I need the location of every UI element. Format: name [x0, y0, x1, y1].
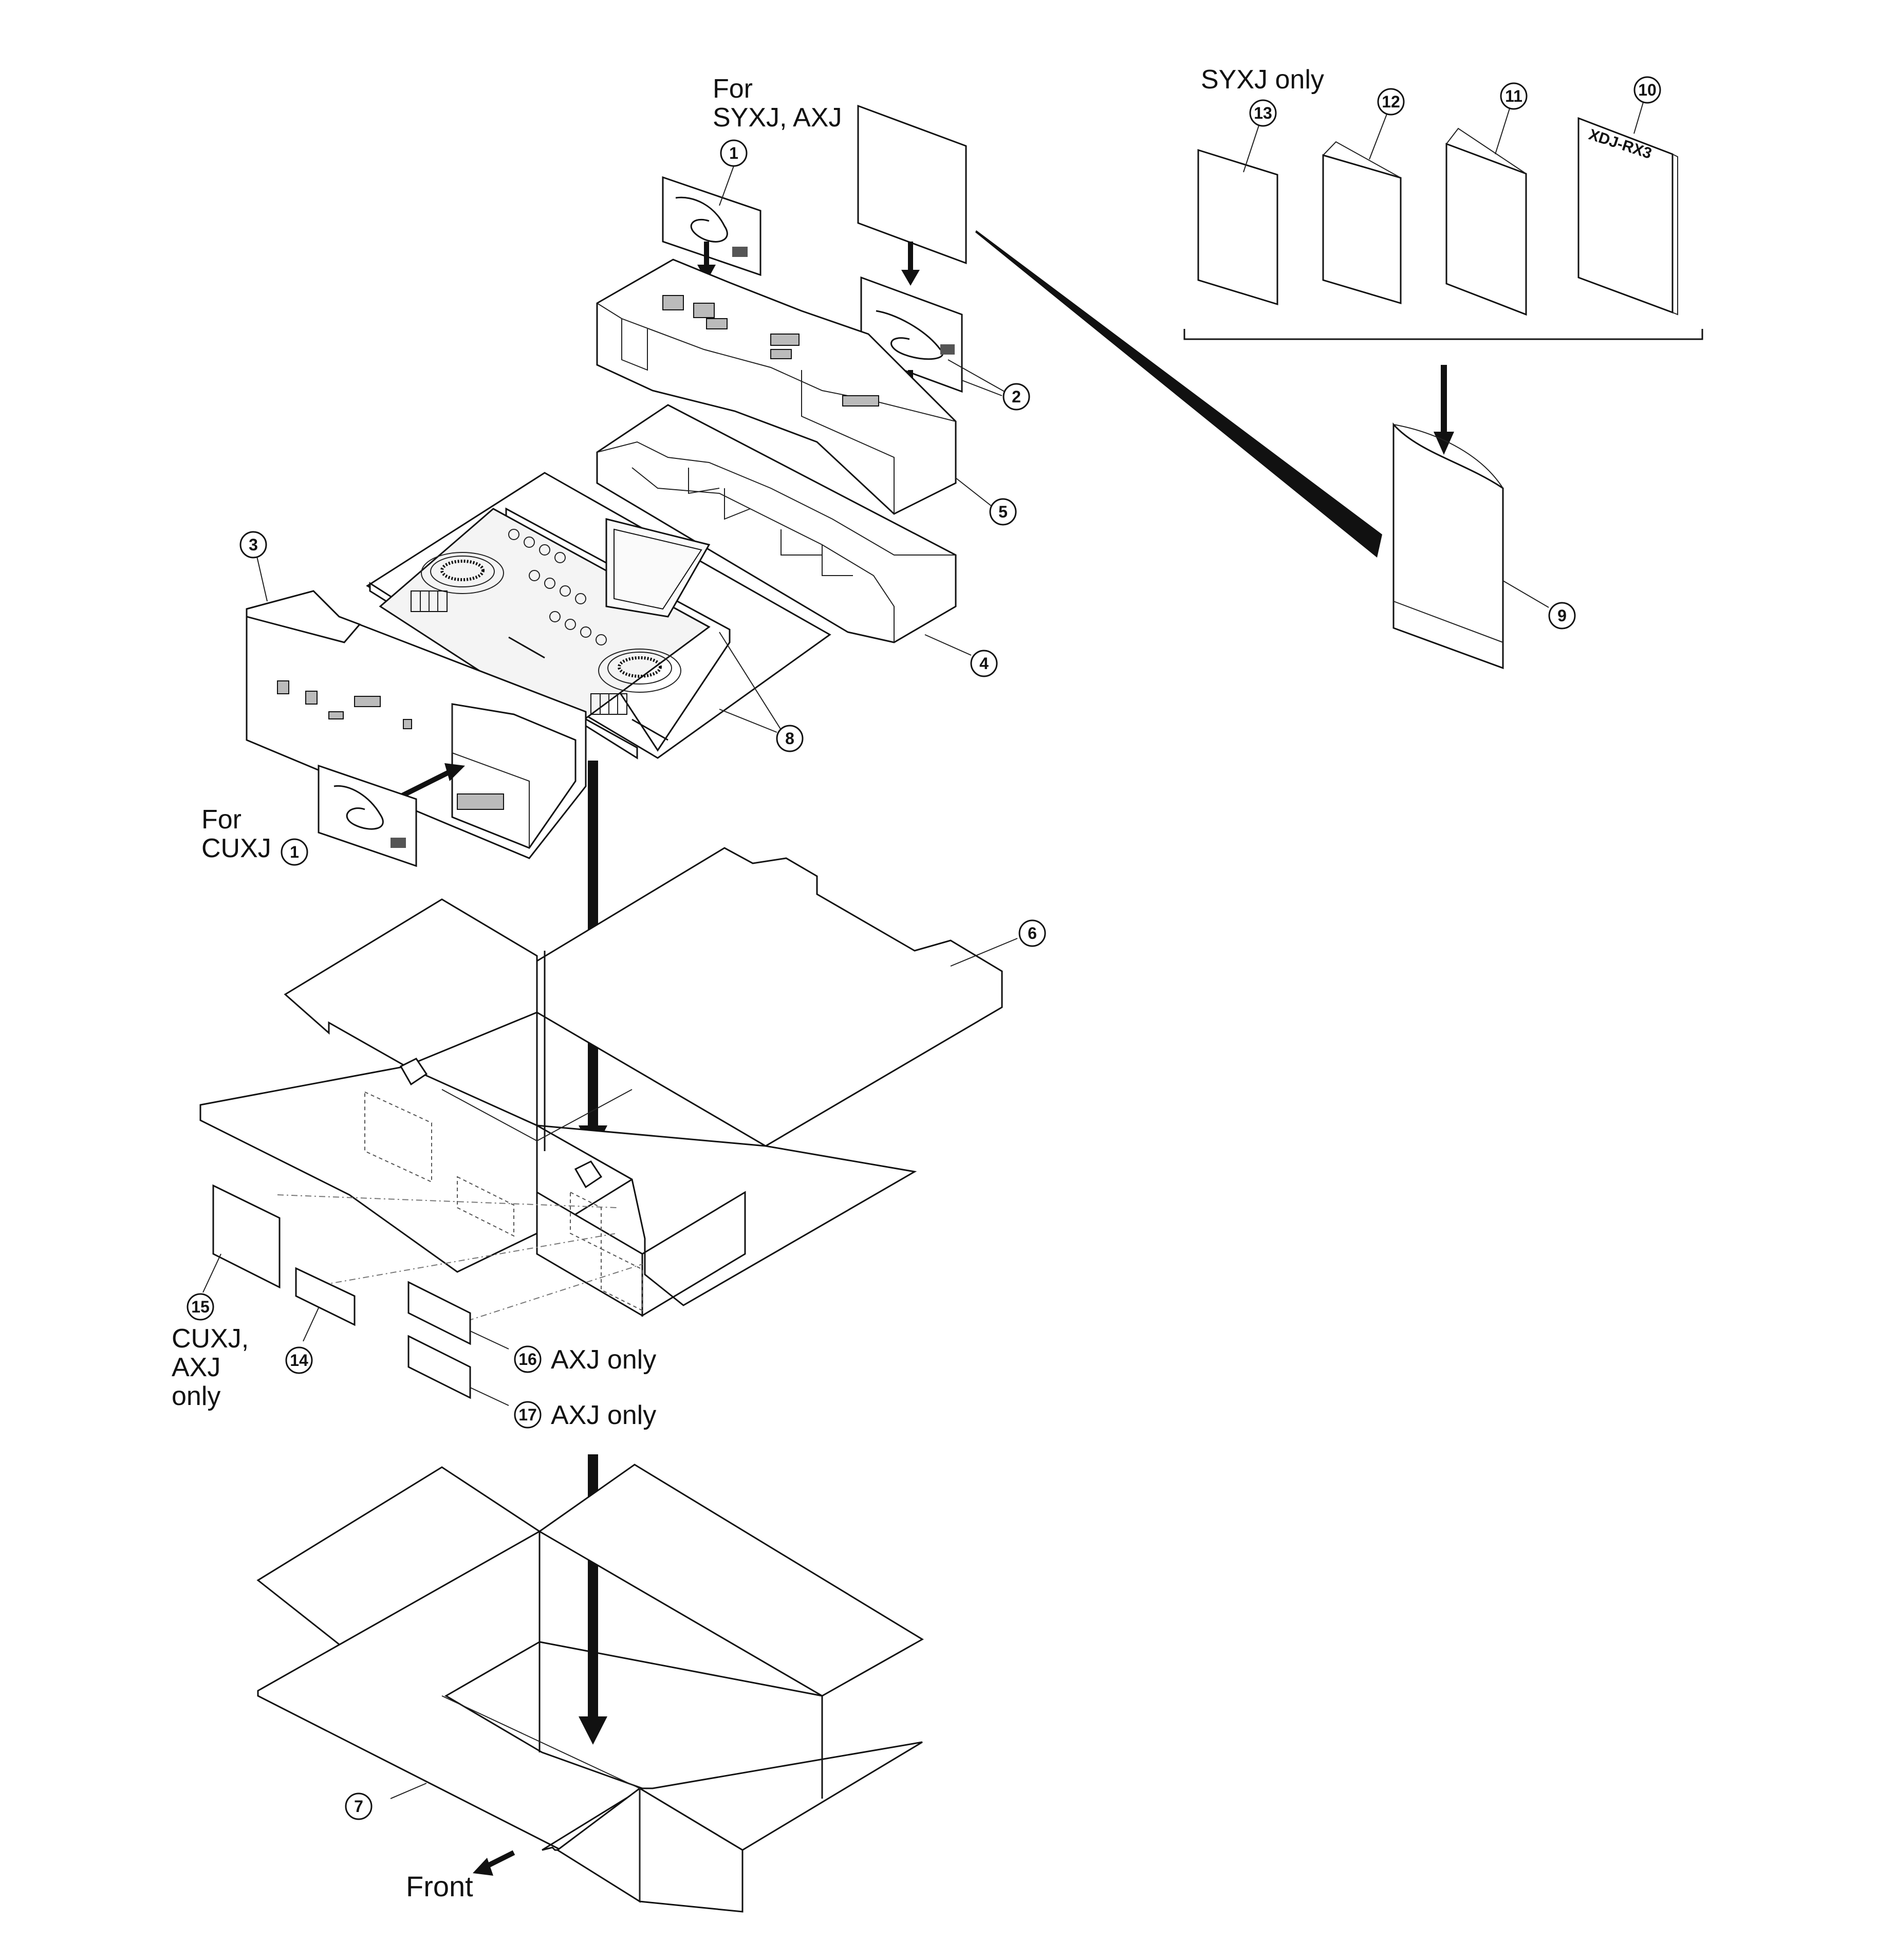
svg-text:13: 13	[1254, 104, 1272, 122]
label-17	[407, 1335, 509, 1406]
svg-text:8: 8	[785, 729, 794, 748]
svg-text:1: 1	[729, 144, 738, 162]
svg-text:9: 9	[1557, 606, 1567, 625]
svg-text:14: 14	[290, 1351, 308, 1370]
callout-17: 17	[514, 1401, 542, 1429]
callout-5: 5	[989, 498, 1017, 526]
document-13	[1197, 149, 1278, 306]
svg-text:7: 7	[354, 1797, 363, 1816]
label-15	[202, 1184, 281, 1293]
svg-text:3: 3	[249, 535, 258, 554]
svg-text:2: 2	[1012, 387, 1021, 406]
callout-14: 14	[285, 1346, 313, 1374]
label-axj-only-17: AXJ only	[551, 1400, 656, 1430]
arrow-sheet-down	[901, 242, 920, 286]
label-for-cuxj-line2: CUXJ	[201, 834, 271, 863]
arrow-front	[473, 1850, 515, 1876]
document-12	[1322, 141, 1402, 305]
foam-cushion-3	[246, 590, 587, 859]
svg-text:4: 4	[979, 654, 989, 673]
power-cord-1-cuxj	[318, 764, 417, 867]
svg-text:6: 6	[1028, 924, 1037, 942]
callout-1b: 1	[281, 838, 308, 866]
leader-wedge	[975, 230, 1382, 558]
documents-bracket	[1183, 329, 1703, 340]
label-for-syxj-axj-line1: For	[713, 74, 753, 104]
sheet-document	[857, 104, 967, 265]
document-10-manual: XDJ-RX3	[1577, 117, 1678, 316]
label-cuxj-axj-only-line1: CUXJ,	[172, 1324, 249, 1354]
callout-16: 16	[514, 1345, 542, 1373]
callout-7: 7	[345, 1792, 373, 1820]
inner-box-6	[199, 847, 1003, 1321]
callout-15: 15	[187, 1293, 214, 1321]
callout-1a: 1	[720, 139, 748, 167]
callout-12: 12	[1377, 88, 1405, 116]
callout-2: 2	[1002, 383, 1030, 411]
callout-9: 9	[1548, 602, 1576, 630]
label-for-syxj-axj-line2: SYXJ, AXJ	[713, 103, 842, 133]
svg-text:15: 15	[191, 1298, 210, 1316]
svg-text:5: 5	[998, 503, 1008, 521]
outer-box-7	[256, 1464, 924, 1913]
label-14	[295, 1267, 356, 1342]
callout-8: 8	[776, 725, 804, 752]
callout-11: 11	[1500, 82, 1528, 110]
callout-3: 3	[239, 531, 267, 559]
arrow-cord1-cuxj	[397, 763, 465, 800]
callout-6: 6	[1018, 919, 1046, 947]
callout-10: 10	[1633, 76, 1661, 104]
svg-text:10: 10	[1638, 81, 1657, 99]
label-syxj-only: SYXJ only	[1201, 65, 1324, 95]
dj-unit-8	[366, 472, 831, 760]
label-axj-only-16: AXJ only	[551, 1345, 656, 1375]
power-cord-1-top	[662, 176, 761, 276]
arrow-docs-to-bag	[1434, 365, 1454, 455]
svg-text:12: 12	[1382, 93, 1400, 111]
callout-leaders	[256, 102, 1644, 1799]
foam-cushion-4	[596, 404, 957, 643]
svg-text:11: 11	[1505, 87, 1522, 105]
bag-9	[1392, 422, 1504, 670]
label-cuxj-axj-only-line2: AXJ	[172, 1353, 220, 1382]
foam-cushion-5	[596, 258, 957, 515]
svg-text:1: 1	[290, 843, 299, 861]
svg-text:16: 16	[518, 1350, 537, 1369]
label-front: Front	[406, 1870, 473, 1902]
svg-text:17: 17	[518, 1406, 537, 1424]
callout-13: 13	[1249, 99, 1277, 127]
label-16	[407, 1281, 509, 1349]
callout-4: 4	[970, 650, 998, 677]
label-cuxj-axj-only-line3: only	[172, 1381, 220, 1411]
document-11	[1445, 127, 1527, 316]
label-for-cuxj-line1: For	[201, 805, 241, 835]
